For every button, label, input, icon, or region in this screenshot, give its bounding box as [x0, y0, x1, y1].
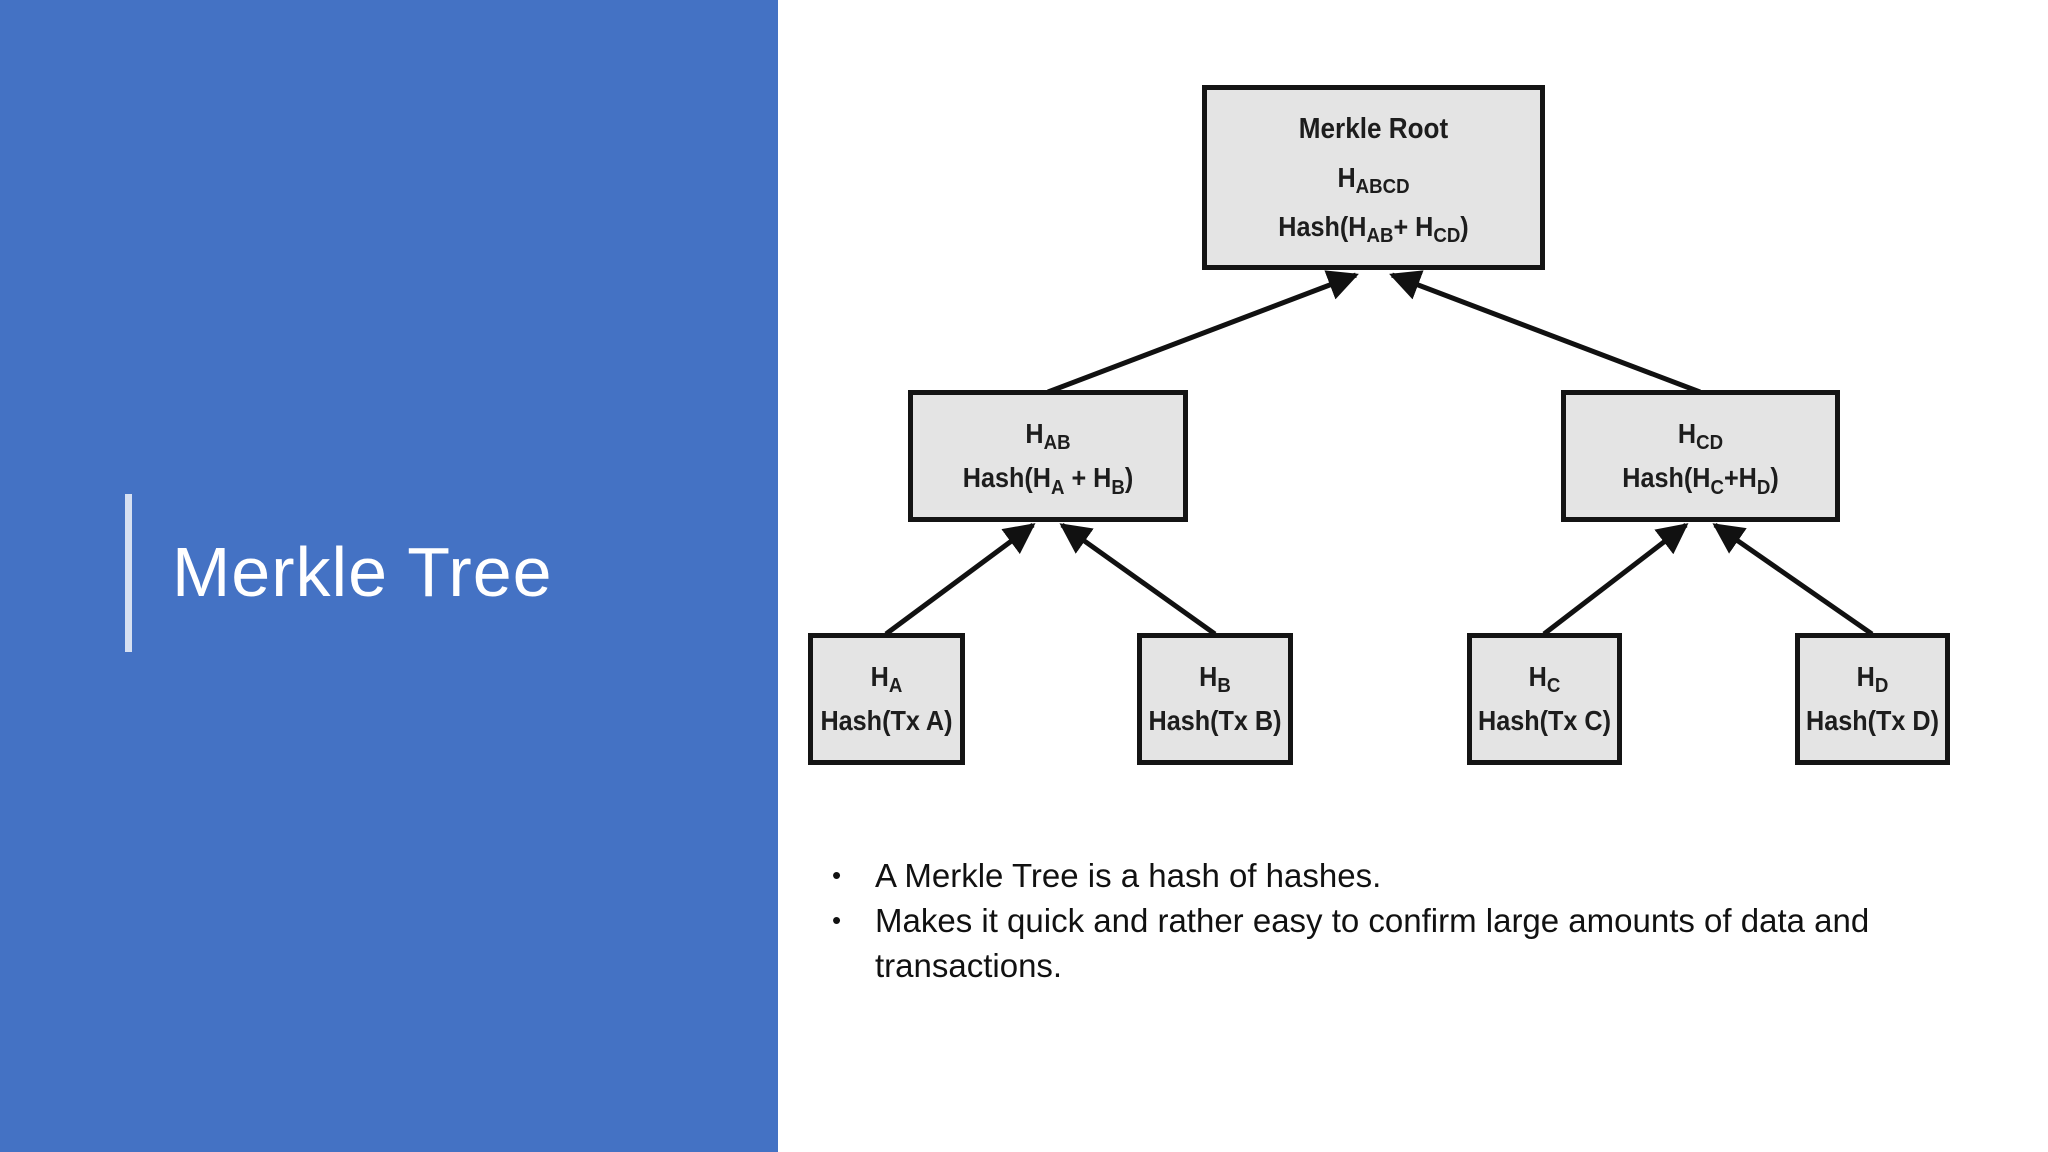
bullet-text: A Merkle Tree is a hash of hashes. — [875, 857, 1382, 894]
hcd-hash-label: HCD — [1677, 417, 1724, 454]
merkle-root-heading: Merkle Root — [1298, 112, 1449, 145]
node-merkle-root: Merkle Root HABCD Hash(HAB+ HCD) — [1202, 85, 1545, 270]
list-item: • A Merkle Tree is a hash of hashes. — [832, 853, 1992, 898]
arrow-hc-to-hcd — [1542, 523, 1689, 636]
node-hcd-content: HCD Hash(HC+HD) — [1579, 395, 1821, 517]
arrow-hb-to-hab — [1059, 522, 1217, 637]
merkle-root-hash-label: HABCD — [1337, 162, 1409, 198]
arrow-hcd-to-root — [1389, 270, 1701, 395]
node-hc-content: HC Hash(Tx C) — [1477, 638, 1612, 760]
bullet-list: • A Merkle Tree is a hash of hashes. • M… — [832, 853, 1992, 988]
hash-base: H — [1337, 162, 1356, 193]
merkle-root-formula: Hash(HAB+ HCD) — [1278, 210, 1469, 247]
hcd-formula: Hash(HC+HD) — [1622, 462, 1779, 499]
title-panel: Merkle Tree — [0, 0, 778, 1152]
node-merkle-root-content: Merkle Root HABCD Hash(HAB+ HCD) — [1224, 90, 1524, 265]
node-ha-content: HA Hash(Tx A) — [820, 638, 952, 760]
bullet-text: Makes it quick and rather easy to confir… — [875, 902, 1870, 984]
hd-hash-label: HD — [1856, 660, 1889, 697]
arrow-hab-to-root — [1047, 270, 1359, 395]
node-hb: HB Hash(Tx B) — [1137, 633, 1293, 765]
hc-hash-label: HC — [1528, 660, 1561, 697]
arrow-hd-to-hcd — [1712, 522, 1874, 637]
hb-hash-label: HB — [1199, 660, 1231, 697]
node-hcd: HCD Hash(HC+HD) — [1561, 390, 1840, 522]
ha-hash-label: HA — [870, 660, 903, 697]
title-accent-bar — [125, 494, 132, 652]
node-hab-content: HAB Hash(HA + HB) — [927, 395, 1170, 517]
node-hd-content: HD Hash(Tx D) — [1805, 638, 1940, 760]
hb-formula: Hash(Tx B) — [1148, 705, 1282, 737]
node-hab: HAB Hash(HA + HB) — [908, 390, 1188, 522]
bullet-marker: • — [832, 905, 842, 935]
hd-formula: Hash(Tx D) — [1805, 705, 1940, 737]
hc-formula: Hash(Tx C) — [1477, 705, 1612, 737]
node-hc: HC Hash(Tx C) — [1467, 633, 1622, 765]
bullet-marker: • — [832, 860, 842, 890]
node-hd: HD Hash(Tx D) — [1795, 633, 1950, 765]
node-ha: HA Hash(Tx A) — [808, 633, 965, 765]
arrow-ha-to-hab — [884, 522, 1036, 637]
hab-hash-label: HAB — [1025, 417, 1071, 454]
list-item: • Makes it quick and rather easy to conf… — [832, 898, 1992, 988]
hash-subscript: ABCD — [1355, 175, 1410, 199]
hab-formula: Hash(HA + HB) — [962, 462, 1134, 499]
ha-formula: Hash(Tx A) — [820, 705, 953, 737]
node-hb-content: HB Hash(Tx B) — [1148, 638, 1282, 760]
slide-title: Merkle Tree — [172, 533, 553, 611]
